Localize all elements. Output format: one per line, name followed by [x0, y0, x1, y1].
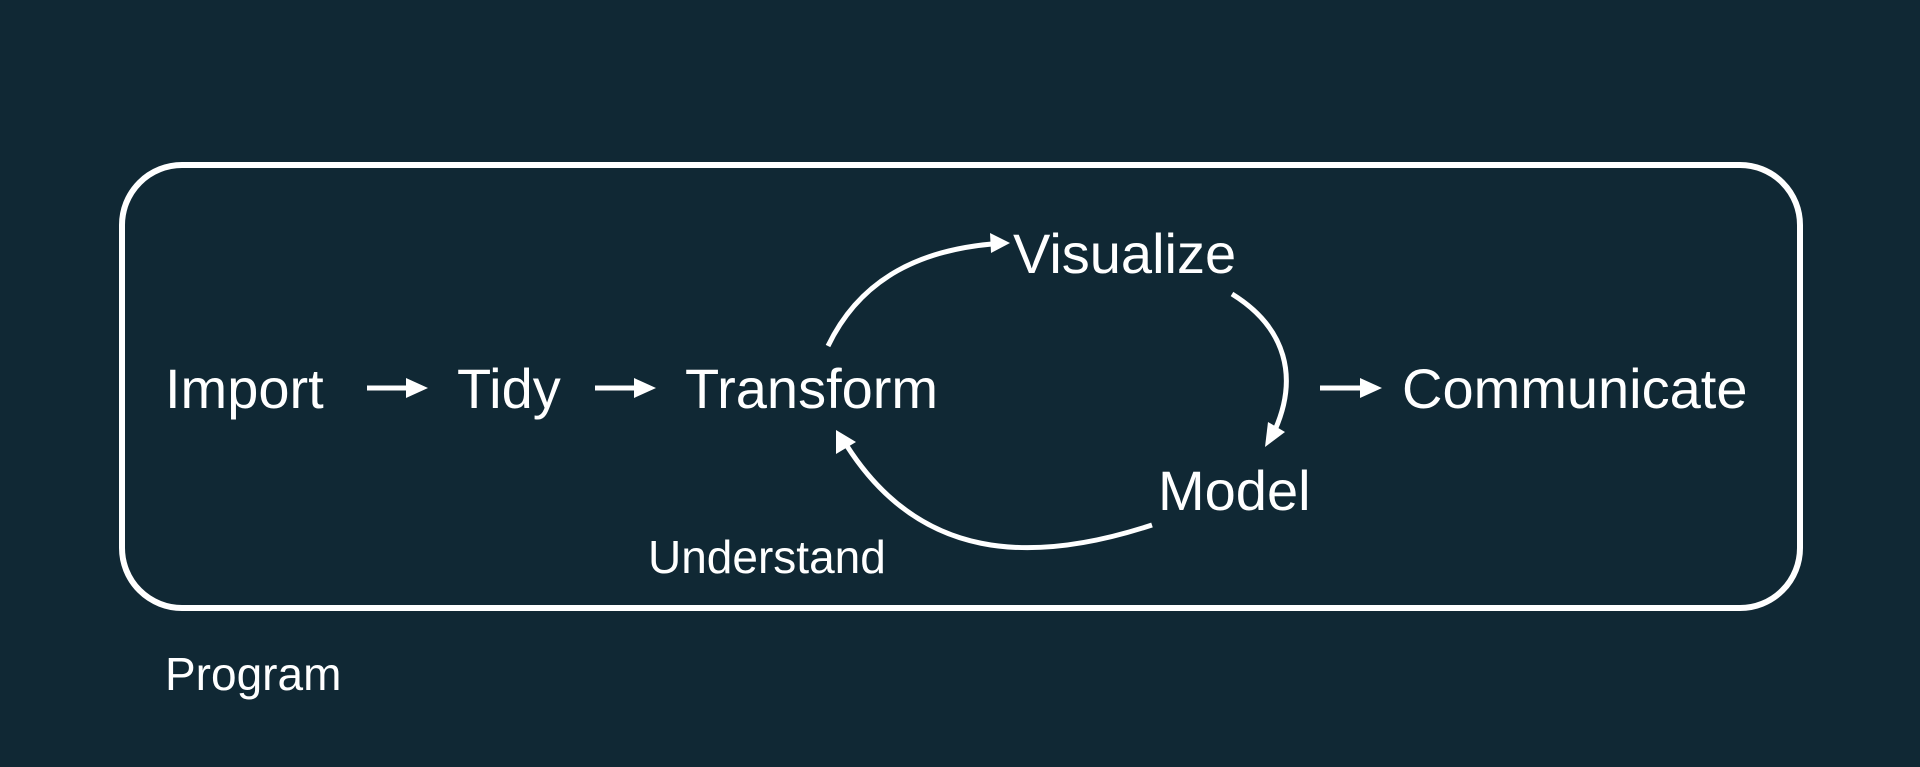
arrow-tidy-to-transform [595, 378, 656, 398]
arrow-to-communicate [1320, 378, 1382, 398]
arrow-import-to-tidy [367, 378, 428, 398]
understand-frame [119, 162, 1803, 611]
arrow-transform-to-visualize [825, 233, 1010, 348]
node-visualize: Visualize [1013, 222, 1236, 285]
label-program: Program [165, 648, 341, 700]
node-transform: Transform [685, 357, 938, 420]
label-understand: Understand [648, 531, 886, 583]
node-import: Import [165, 357, 324, 420]
node-communicate: Communicate [1402, 357, 1747, 420]
arrow-model-to-transform [836, 430, 1153, 551]
node-tidy: Tidy [457, 357, 561, 420]
arrow-visualize-to-model [1230, 291, 1289, 447]
node-model: Model [1158, 459, 1311, 522]
